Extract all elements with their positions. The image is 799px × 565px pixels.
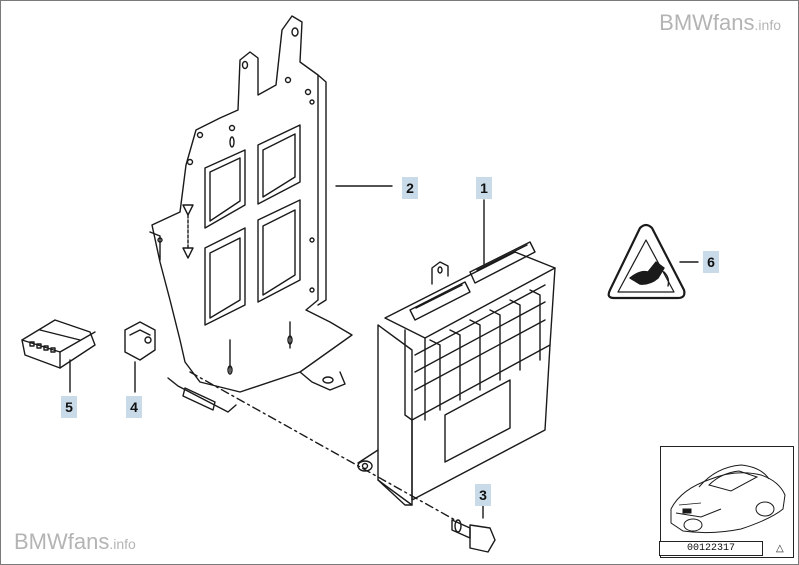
connector-plug	[21, 319, 96, 369]
vehicle-thumbnail	[660, 446, 794, 558]
car-icon	[670, 464, 786, 534]
callout-4[interactable]: 4	[126, 396, 142, 418]
watermark-suffix: .info	[109, 536, 136, 552]
mounting-axis-line	[189, 371, 456, 521]
callout-5[interactable]: 5	[61, 396, 77, 418]
diagram-id-label: 00122317	[659, 541, 763, 556]
bolt	[451, 519, 496, 553]
clip-nut	[124, 321, 156, 361]
callout-2[interactable]: 2	[402, 177, 418, 199]
watermark-top: BMWfans.info	[659, 10, 781, 36]
mounting-bracket	[149, 15, 353, 413]
callout-1[interactable]: 1	[476, 177, 492, 199]
callout-3[interactable]: 3	[475, 484, 491, 506]
watermark-bottom: BMWfans.info	[14, 529, 136, 555]
watermark-brand: BMWfans	[14, 529, 110, 554]
control-unit	[357, 241, 556, 506]
watermark-suffix: .info	[754, 17, 781, 33]
warning-triangle-plug-icon	[607, 223, 686, 300]
watermark-brand: BMWfans	[659, 10, 755, 35]
callout-6[interactable]: 6	[703, 251, 719, 273]
triangle-icon: △	[776, 543, 784, 554]
